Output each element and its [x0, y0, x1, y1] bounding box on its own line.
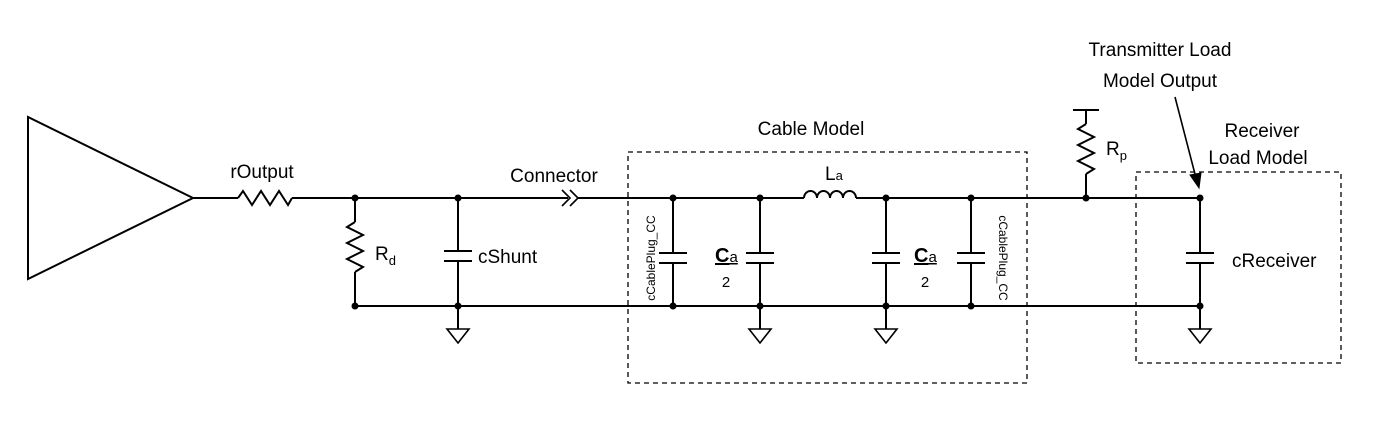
- junction-dot: [669, 302, 677, 310]
- r-output-resistor: [237, 189, 293, 207]
- ca-left-denominator: 2: [722, 274, 730, 291]
- cshunt-label: cShunt: [478, 247, 538, 268]
- ccableplug-right-label: cCablePlug_CC: [996, 215, 1010, 301]
- ground-icon: [747, 328, 773, 345]
- ground-icon: [873, 328, 899, 345]
- connector-chevron-1: [561, 189, 572, 207]
- junction-dot: [967, 194, 975, 202]
- creceiver-label: cReceiver: [1232, 251, 1317, 272]
- junction-dot: [1196, 194, 1204, 202]
- ca-right-denominator: 2: [921, 274, 929, 291]
- driver-buffer-symbol: [27, 115, 196, 281]
- connector-label: Connector: [510, 166, 598, 187]
- junction-dot: [967, 302, 975, 310]
- transmitter-output-arrowhead: [1189, 172, 1202, 190]
- junction-dot: [882, 302, 890, 310]
- rp-label: Rp: [1106, 139, 1127, 163]
- transmitter-load-label-line1: Transmitter Load: [1089, 40, 1232, 61]
- junction-dot: [882, 194, 890, 202]
- junction-dot: [1196, 302, 1204, 310]
- cable-model-box: [627, 151, 1028, 384]
- junction-dot: [351, 194, 359, 202]
- ground-icon: [445, 328, 471, 345]
- junction-dots: [351, 194, 1204, 310]
- ca-right-numerator: Ca: [914, 245, 937, 267]
- junction-dot: [1082, 194, 1090, 202]
- junction-dot: [756, 302, 764, 310]
- junction-dot: [454, 194, 462, 202]
- ca-left-numerator: Ca: [715, 245, 738, 267]
- ccableplug-left-label: cCablePlug_CC: [644, 215, 658, 301]
- junction-dot: [756, 194, 764, 202]
- la-label: La: [825, 164, 844, 185]
- ground-icon: [1187, 328, 1213, 345]
- r-output-label: rOutput: [230, 162, 294, 183]
- receiver-load-model-box: [1135, 171, 1342, 364]
- cable-model-label: Cable Model: [758, 119, 865, 140]
- junction-dot: [351, 302, 359, 310]
- junction-dot: [669, 194, 677, 202]
- receiver-load-label-line2: Load Model: [1208, 148, 1307, 169]
- rd-label: Rd: [375, 244, 396, 268]
- junction-dot: [454, 302, 462, 310]
- transmitter-load-label-line2: Model Output: [1103, 71, 1218, 92]
- connector-chevron-2: [569, 189, 580, 207]
- receiver-load-label-line1: Receiver: [1225, 121, 1301, 142]
- transmitter-output-arrow-shaft: [1174, 96, 1197, 179]
- rp-resistor: [1075, 123, 1097, 175]
- la-inductor: [803, 190, 857, 199]
- rd-resistor: [344, 221, 366, 273]
